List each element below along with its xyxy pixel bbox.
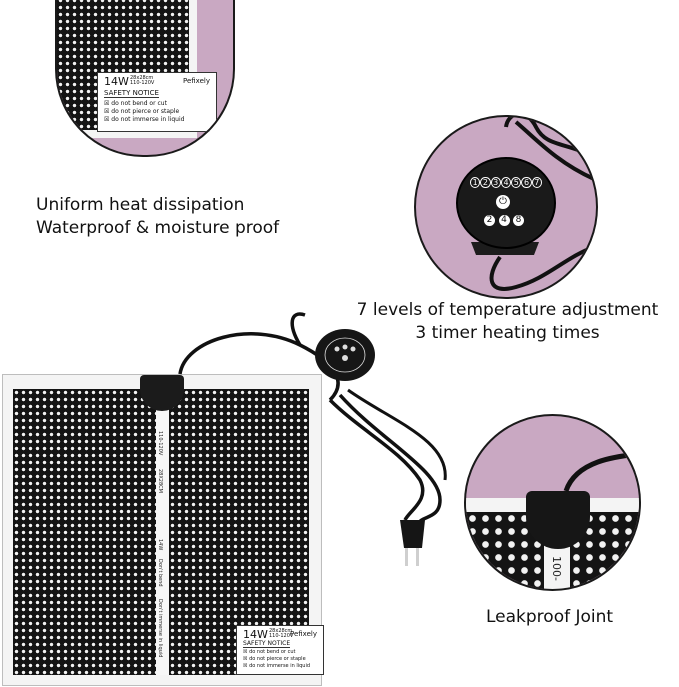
pad-safety-label: 14W 28x28cm 110-120V Pefixely SAFETY NOT…	[236, 625, 324, 675]
heat-pad-left-panel	[13, 389, 156, 675]
zoom-circle-pad-corner: 14W 28x28cm 110-120V Pefixely SAFETY NOT…	[55, 0, 235, 157]
caption-temperature-line-1: 7 levels of temperature adjustment	[356, 300, 659, 320]
caption-joint: Leakproof Joint	[486, 607, 614, 627]
level-3: 3	[490, 177, 501, 188]
label-notice: SAFETY NOTICE	[104, 89, 159, 98]
level-6: 6	[521, 177, 532, 188]
label-watt: 14W	[104, 75, 129, 88]
pad-label-watt: 14W	[243, 628, 268, 641]
pad-label-specs: 28x28cm 110-120V	[269, 629, 293, 639]
pad-label-warning-3: ☒ do not immerse in liquid	[243, 663, 311, 669]
label-brand: Pefixely	[182, 77, 210, 85]
label-spec-voltage: 110-120V	[130, 80, 155, 86]
pad-label-spec-size: 28x28cm	[269, 628, 293, 634]
controller-level-row: 1 2 3 4 5 6 7	[470, 177, 542, 188]
pad-label-spec-voltage: 110-120V	[269, 633, 294, 639]
timer-8[interactable]: 8	[513, 215, 524, 226]
level-2: 2	[480, 177, 491, 188]
caption-temperature-line-2: 3 timer heating times	[415, 323, 600, 343]
controller-dial[interactable]: 1 2 3 4 5 6 7 ⏻ 2 4 8	[456, 157, 556, 249]
zoom-circle-joint: 100-	[464, 414, 641, 591]
joint-connector	[526, 491, 590, 549]
caption-heat-line-2: Waterproof & moisture proof	[36, 218, 280, 238]
pad-label-warning-1: ☒ do not bend or cut	[243, 649, 296, 655]
caption-temperature: 7 levels of temperature adjustment 3 tim…	[340, 299, 675, 345]
timer-2[interactable]: 2	[484, 215, 495, 226]
level-4: 4	[500, 177, 512, 188]
heat-pad: 110-120V 28X28CM 14W Don't bend Don't im…	[2, 374, 324, 686]
label-warning-3: ☒ do not immerse in liquid	[104, 116, 185, 123]
heat-pad-center-strip: 110-120V 28X28CM 14W Don't bend Don't im…	[156, 389, 169, 675]
strip-text-voltage: 110-120V	[157, 431, 163, 456]
pad-texture	[57, 0, 197, 138]
zoom-circle-controller: 1 2 3 4 5 6 7 ⏻ 2 4 8	[414, 115, 598, 299]
timer-4[interactable]: 4	[498, 215, 510, 226]
pad-label-warning-2: ☒ do not pierce or staple	[243, 656, 306, 662]
label-warning-2: ☒ do not pierce or staple	[104, 108, 180, 115]
pad-joint	[140, 375, 184, 411]
strip-text-size: 28X28CM	[157, 469, 163, 493]
strip-text-watt: 14W	[157, 539, 163, 551]
strip-text-bend: Don't bend	[157, 559, 163, 587]
joint-strip-text: 100-	[550, 556, 563, 581]
power-icon[interactable]: ⏻	[496, 195, 510, 209]
pad-label-brand: Pefixely	[289, 630, 317, 638]
controller-timer-row: 2 4 8	[484, 215, 524, 226]
level-5: 5	[511, 177, 522, 188]
safety-label: 14W 28x28cm 110-120V Pefixely SAFETY NOT…	[97, 72, 217, 132]
caption-heat-line-1: Uniform heat dissipation	[36, 195, 245, 215]
pad-label-notice: SAFETY NOTICE	[243, 640, 291, 648]
level-1: 1	[470, 177, 481, 188]
label-spec-size: 28x28cm	[130, 75, 154, 81]
level-7: 7	[531, 177, 542, 188]
label-specs: 28x28cm 110-120V	[130, 76, 154, 86]
label-warning-1: ☒ do not bend or cut	[104, 100, 167, 107]
caption-heat: Uniform heat dissipation Waterproof & mo…	[36, 194, 279, 240]
strip-text-immerse: Don't immerse in liquid	[157, 599, 163, 658]
joint-cable-svg	[563, 451, 639, 492]
